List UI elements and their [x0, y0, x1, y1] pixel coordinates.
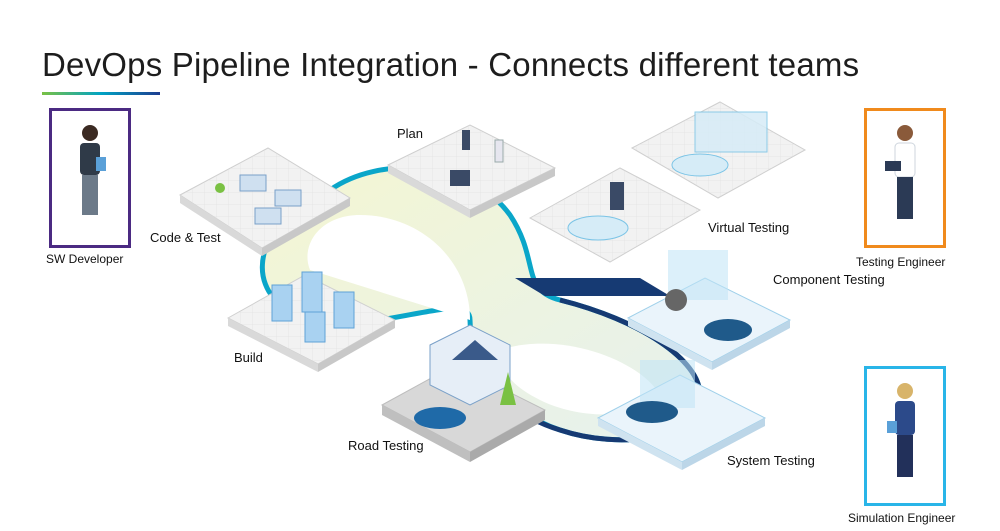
component-testing-platform [626, 250, 792, 370]
stage-code-test-label: Code & Test [150, 230, 221, 245]
stage-plan-label: Plan [397, 126, 424, 141]
stage-virtual-testing-label: Virtual Testing [708, 220, 790, 235]
code-test-platform [179, 147, 351, 256]
stage-road-testing-label: Road Testing [348, 438, 424, 453]
person-with-tablet-icon [80, 125, 106, 215]
stage-system-testing-label: System Testing [727, 453, 815, 468]
virtual-testing-platform [528, 101, 807, 263]
testing-engineer-frame [864, 108, 946, 248]
road-testing-platform [380, 324, 547, 462]
simulation-engineer-frame [864, 366, 946, 506]
system-testing-platform [596, 360, 767, 470]
stage-component-testing-label: Component Testing [773, 272, 885, 287]
plan-platform [386, 124, 557, 218]
build-platform [226, 271, 397, 372]
title-underline [42, 92, 160, 95]
person-with-laptop-icon [885, 125, 916, 219]
person-with-tablet-icon [887, 383, 915, 477]
sw-developer-frame [49, 108, 131, 248]
testing-engineer-label: Testing Engineer [856, 255, 946, 269]
sw-developer-label: SW Developer [46, 252, 124, 266]
page-title: DevOps Pipeline Integration - Connects d… [42, 46, 860, 83]
simulation-engineer-label: Simulation Engineer [848, 511, 956, 525]
stage-build-label: Build [234, 350, 263, 365]
